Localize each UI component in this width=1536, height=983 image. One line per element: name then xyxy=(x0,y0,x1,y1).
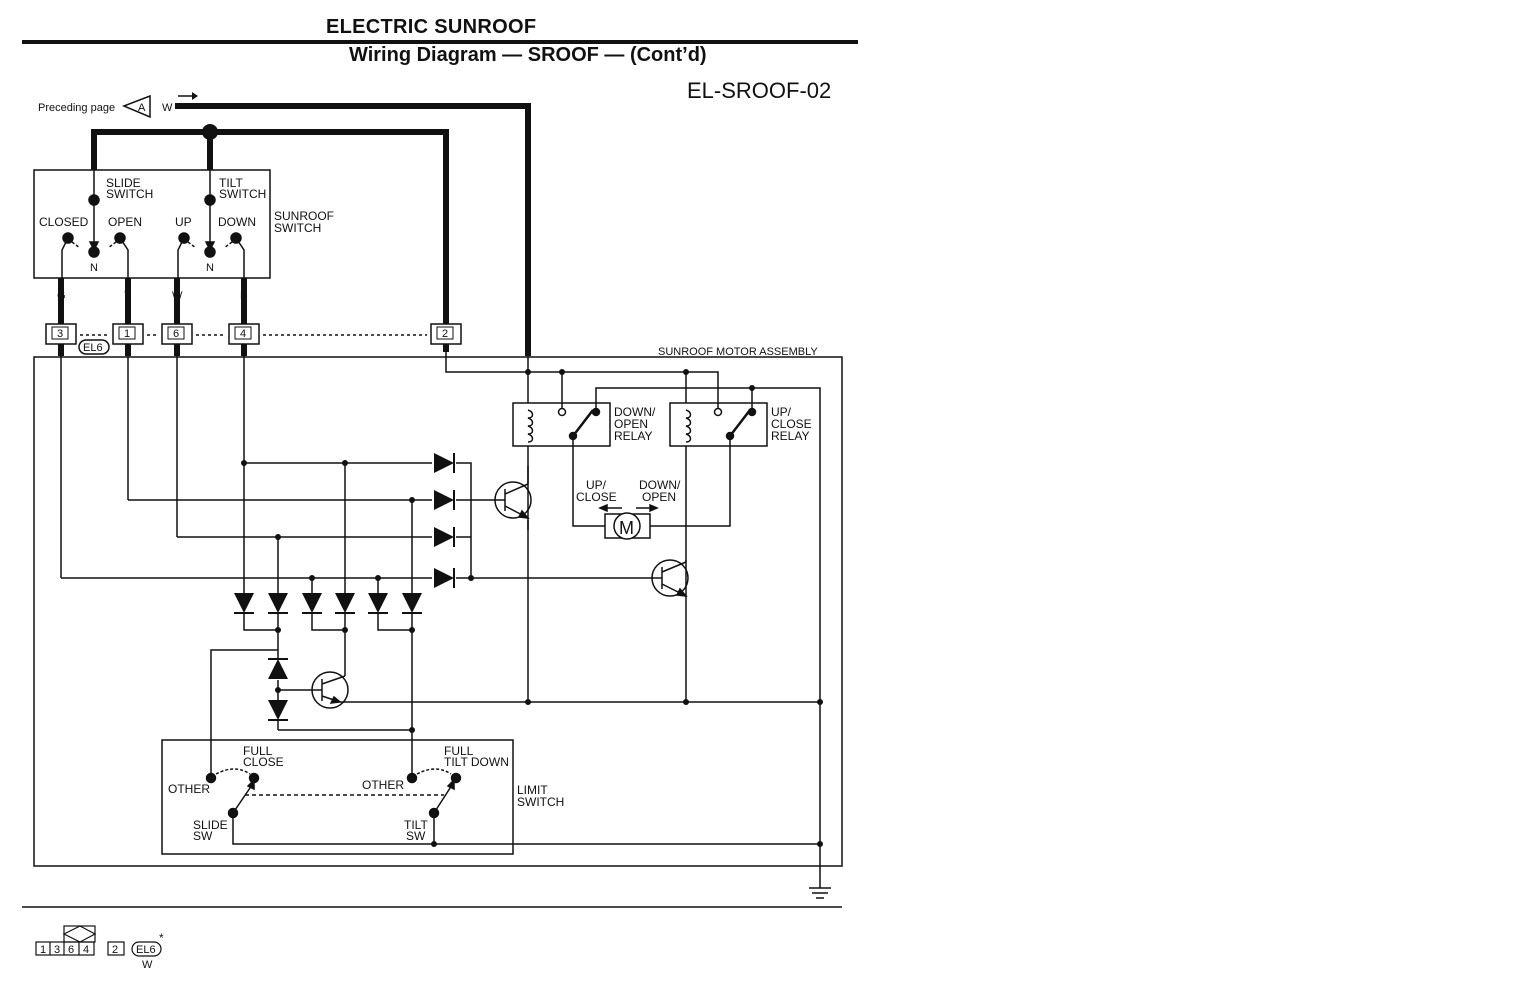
other-left-label: OTHER xyxy=(168,782,210,796)
ground-icon xyxy=(809,844,831,899)
motor-up-close-label: UP/ xyxy=(586,478,607,492)
switch-output-wires xyxy=(58,278,449,356)
junction-dots xyxy=(241,369,823,847)
down-open-relay-box xyxy=(512,402,611,447)
down-open-relay-label-3: RELAY xyxy=(614,429,652,443)
connector-pin: 3 xyxy=(57,328,63,340)
slide-switch-label-2: SWITCH xyxy=(106,187,153,201)
diode-icon xyxy=(367,592,389,614)
connector-id-label: EL6 xyxy=(83,342,103,354)
sunroof-switch-box xyxy=(33,169,271,279)
preceding-wire-color: W xyxy=(162,102,173,114)
limit-switch-label: LIMIT xyxy=(517,783,548,797)
motor-icon xyxy=(613,512,641,540)
up-close-relay-label-2: CLOSE xyxy=(771,417,812,431)
sunroof-motor-assembly-box xyxy=(33,356,843,867)
diode-icon xyxy=(267,658,289,680)
transistor-icon xyxy=(311,671,349,709)
other-right-label: OTHER xyxy=(362,778,404,792)
diode-icon xyxy=(267,699,289,721)
diode-icon xyxy=(433,567,455,589)
transistor-icon xyxy=(651,559,689,597)
diagram-code: EL-SROOF-02 xyxy=(687,78,832,103)
flow-arrow-icon xyxy=(178,92,198,100)
internal-wiring xyxy=(60,352,821,844)
diode-icon xyxy=(433,452,455,474)
diode-icon xyxy=(301,592,323,614)
limit-switch-box xyxy=(161,739,514,855)
legend-pin: 4 xyxy=(83,944,89,956)
legend-pin: 1 xyxy=(40,944,46,956)
slide-sw-label: SLIDE xyxy=(193,818,228,832)
diode-icon xyxy=(334,592,356,614)
closed-position-label: CLOSED xyxy=(39,215,89,229)
limit-switch-label-2: SWITCH xyxy=(517,795,564,809)
tilt-switch-label-2: SWITCH xyxy=(219,187,266,201)
full-tilt-down-label-2: TILT DOWN xyxy=(444,755,509,769)
up-close-relay-label: UP/ xyxy=(771,405,792,419)
diode-icon xyxy=(267,592,289,614)
full-close-label-2: CLOSE xyxy=(243,755,284,769)
sunroof-switch-label: SUNROOF xyxy=(274,209,334,223)
direction-arrow-icon xyxy=(598,503,659,513)
slide-switch-label: SLIDE xyxy=(106,176,141,190)
motor-assembly-label: SUNROOF MOTOR ASSEMBLY xyxy=(658,346,818,358)
slide-neutral-label: N xyxy=(90,262,98,274)
down-position-label: DOWN xyxy=(218,215,256,229)
connector-legend xyxy=(35,925,162,957)
diode-icon xyxy=(433,489,455,511)
page-title: ELECTRIC SUNROOF xyxy=(326,16,537,38)
up-position-label: UP xyxy=(175,215,192,229)
preceding-connector-a: A xyxy=(121,94,151,119)
diode-icon xyxy=(233,592,255,614)
motor-down-open-label-2: OPEN xyxy=(642,490,676,504)
connector-pin: 2 xyxy=(442,328,448,340)
slide-sw-label-2: SW xyxy=(193,829,213,843)
up-close-relay-box xyxy=(669,402,768,447)
down-open-relay-label-2: OPEN xyxy=(614,417,648,431)
relay-contact-icon xyxy=(557,407,757,446)
tilt-sw-label-2: SW xyxy=(406,829,426,843)
tilt-neutral-label: N xyxy=(206,262,214,274)
tilt-sw-label: TILT xyxy=(404,818,428,832)
page-subtitle: Wiring Diagram — SROOF — (Cont’d) xyxy=(349,44,707,66)
legend-wire-color: W xyxy=(142,959,153,971)
motor-symbol: M xyxy=(619,518,634,538)
connector-pin: 4 xyxy=(240,328,246,340)
preceding-connector-letter: A xyxy=(138,102,146,114)
full-tilt-down-label: FULL xyxy=(444,744,474,758)
relay-coil-icon xyxy=(527,409,692,443)
down-open-relay-label: DOWN/ xyxy=(614,405,656,419)
preceding-page-label: Preceding page xyxy=(38,102,115,114)
legend-pin: 3 xyxy=(54,944,60,956)
switch-contacts xyxy=(61,170,245,278)
limit-switch-contacts xyxy=(205,768,820,845)
up-close-relay-label-3: RELAY xyxy=(771,429,809,443)
legend-connector-id: EL6 xyxy=(136,944,156,956)
legend-pin: 6 xyxy=(68,944,74,956)
full-close-label: FULL xyxy=(243,744,273,758)
connector-pin: 6 xyxy=(173,328,179,340)
motor-up-close-label-2: CLOSE xyxy=(576,490,617,504)
tilt-switch-label: TILT xyxy=(219,176,243,190)
connector-pin: 1 xyxy=(124,328,130,340)
legend-asterisk: * xyxy=(159,931,164,945)
splice-junction xyxy=(202,124,218,140)
open-position-label: OPEN xyxy=(108,215,142,229)
sunroof-switch-label-2: SWITCH xyxy=(274,221,321,235)
diode-icon xyxy=(401,592,423,614)
diode-icon xyxy=(433,526,455,548)
transistor-icon xyxy=(494,481,532,519)
motor-down-open-label: DOWN/ xyxy=(639,478,681,492)
legend-pin: 2 xyxy=(112,944,118,956)
connector-el6 xyxy=(45,323,462,345)
